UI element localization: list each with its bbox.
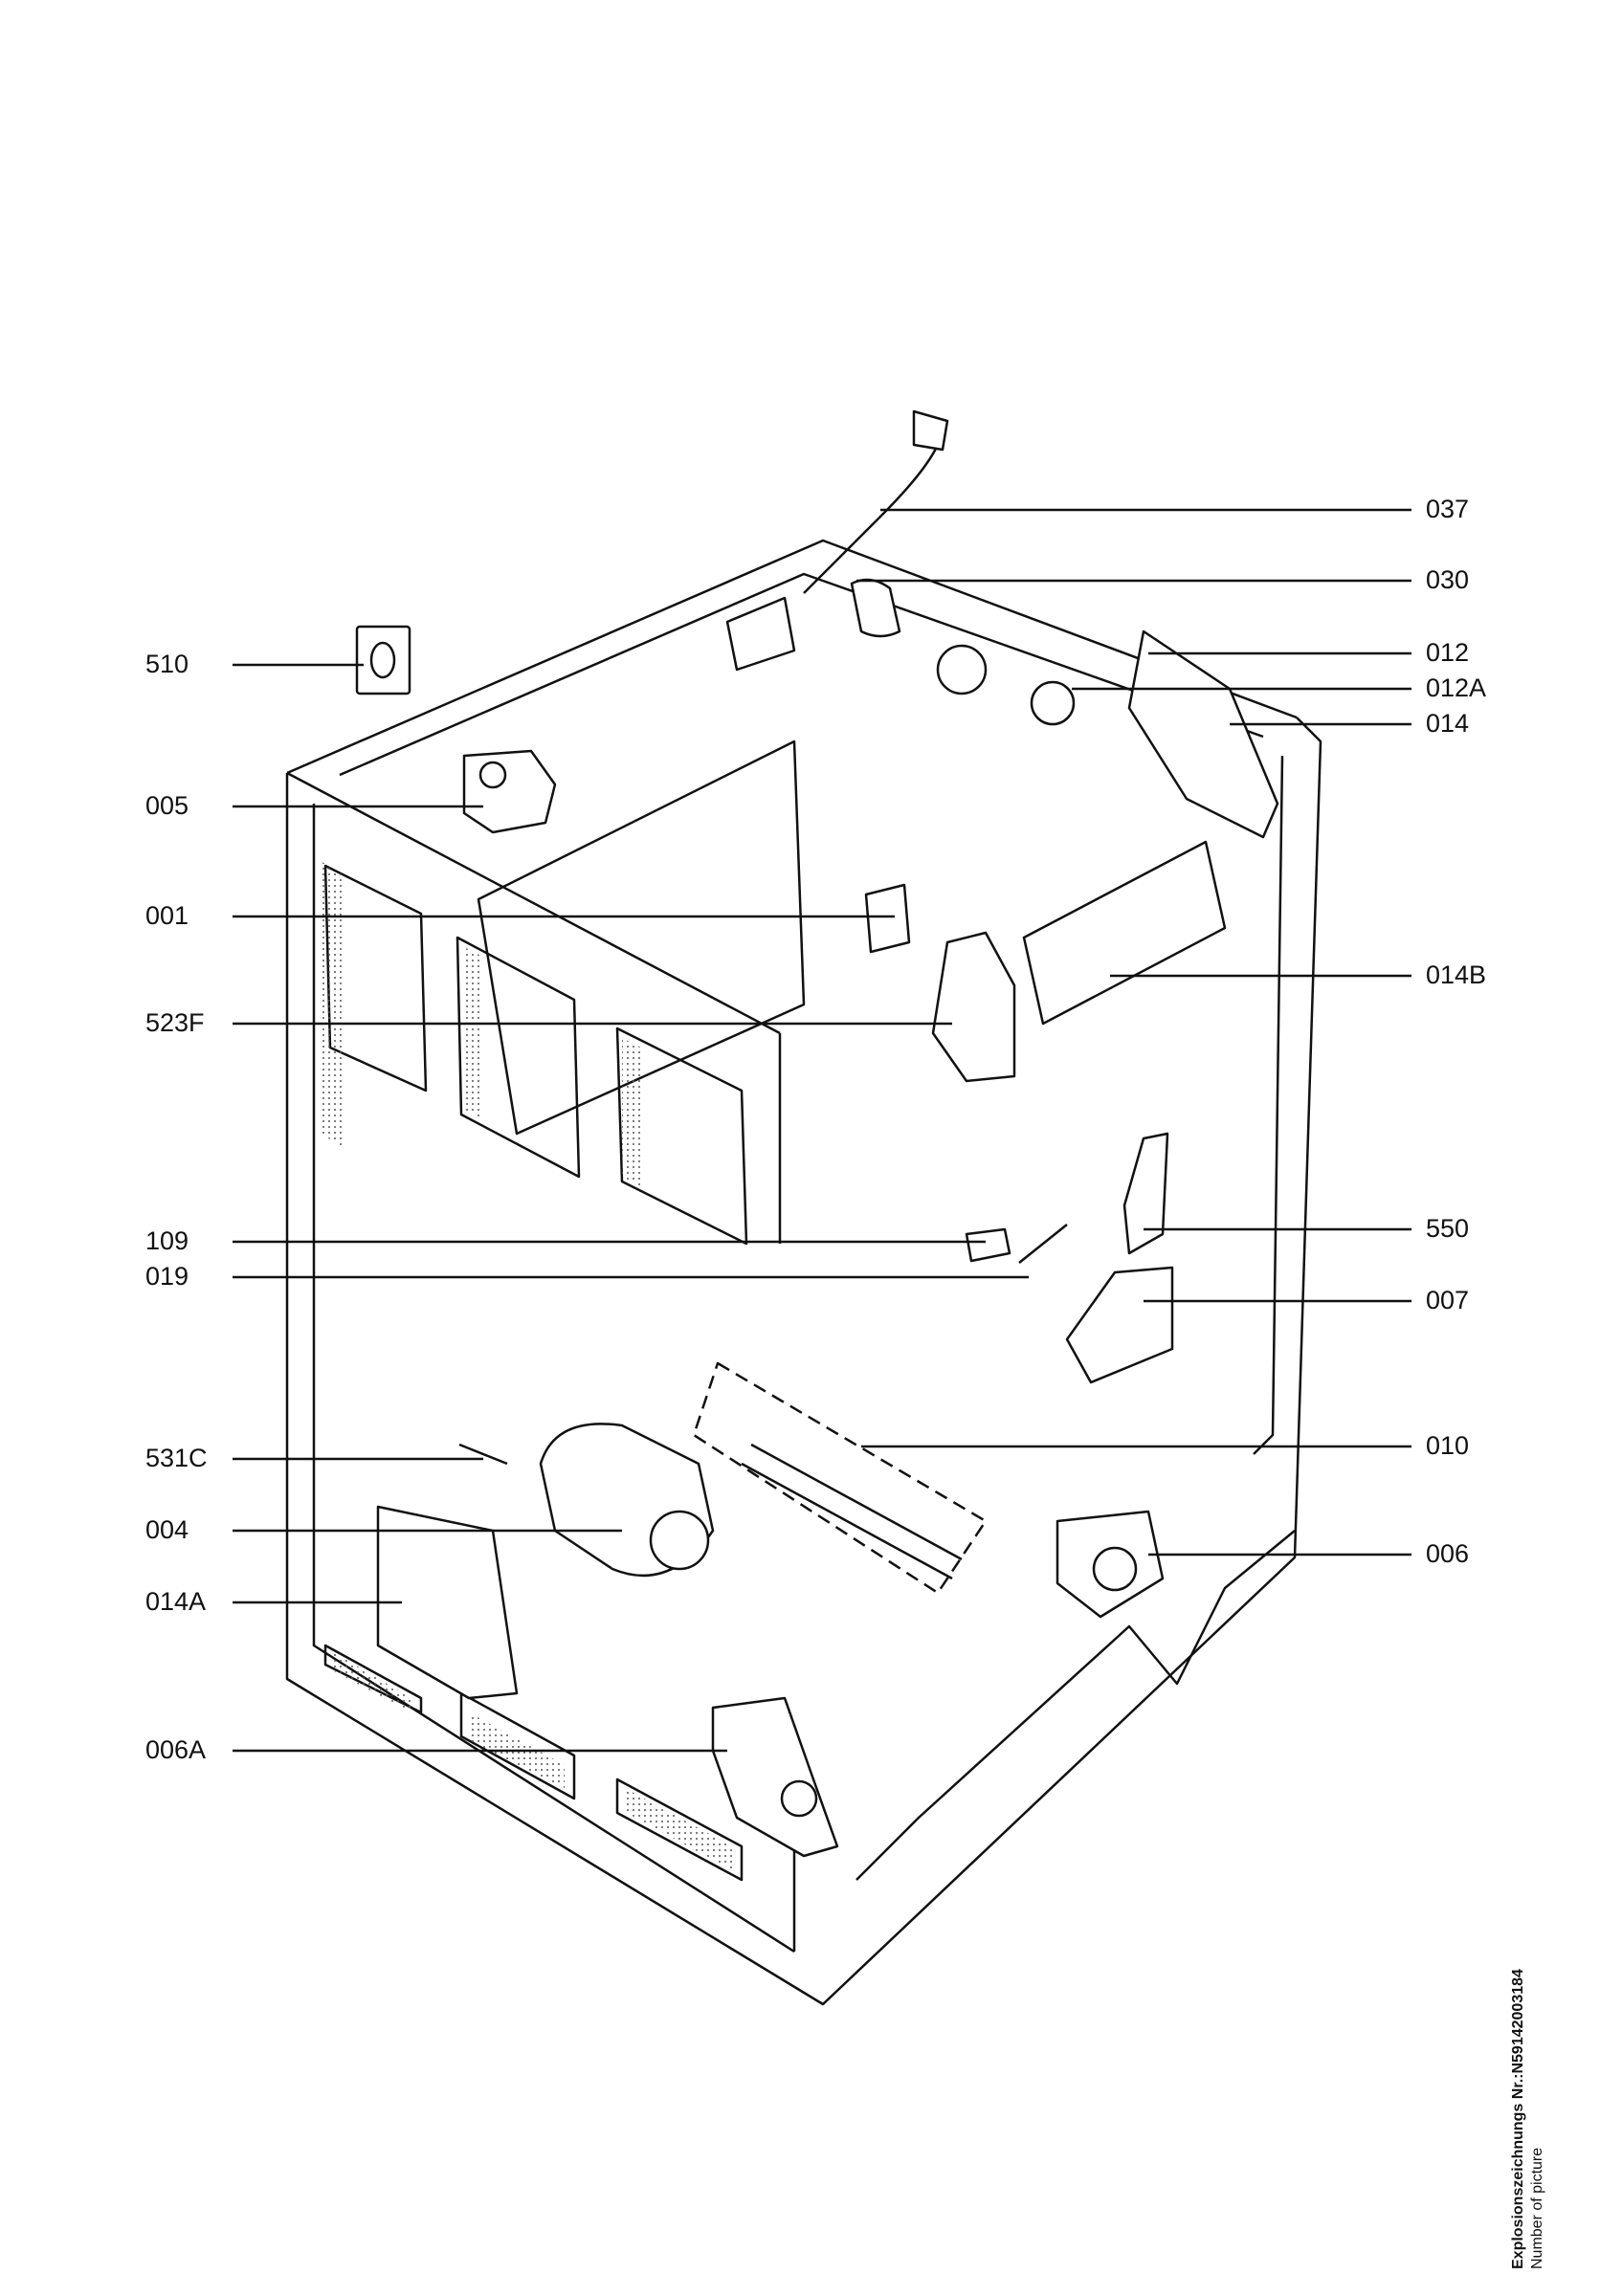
part-label-014A: 014A — [145, 1587, 207, 1616]
part-label-004: 004 — [145, 1515, 189, 1544]
part-label-014: 014 — [1426, 709, 1470, 738]
part-label-010: 010 — [1426, 1431, 1470, 1460]
part-010-heater — [750, 1443, 963, 1561]
part-005-dispenser-valve — [462, 749, 557, 834]
part-010-heater-frame — [692, 1361, 988, 1595]
part-label-012A: 012A — [1426, 673, 1487, 702]
cabinet-bottom-cutout — [855, 1530, 1296, 1881]
part-007-door-lock — [1065, 1266, 1174, 1384]
part-label-012: 012 — [1426, 638, 1470, 667]
drawing-number-footnote: Explosionszeichnungs Nr.:N59142003184 Nu… — [1510, 1969, 1546, 2269]
part-030-terminal-block — [725, 596, 796, 672]
part-label-001: 001 — [145, 901, 189, 930]
lower-panel-window-1 — [323, 1644, 423, 1714]
top-opening — [477, 740, 806, 1136]
cabinet-outline — [285, 717, 1322, 2006]
front-panel-window-2 — [455, 936, 581, 1179]
part-label-007: 007 — [1426, 1286, 1470, 1314]
part-label-037: 037 — [1426, 495, 1470, 523]
part-label-523F: 523F — [145, 1008, 205, 1037]
part-label-550: 550 — [1426, 1214, 1470, 1243]
part-006A-inlet-valve — [711, 1696, 839, 1858]
part-label-006A: 006A — [145, 1735, 207, 1764]
part-523F-housing — [931, 931, 1016, 1083]
part-019-sensor — [1018, 1224, 1068, 1264]
part-012A-pressure-switch — [1030, 680, 1076, 726]
part-label-014B: 014B — [1426, 960, 1487, 989]
part-label-109: 109 — [145, 1226, 189, 1255]
lower-panel-window-2 — [459, 1691, 576, 1800]
part-label-531C: 531C — [145, 1444, 208, 1472]
front-panel-window-3 — [615, 1027, 748, 1246]
part-001-switch — [864, 883, 911, 954]
part-109-clip — [965, 1227, 1011, 1263]
part-label-510: 510 — [145, 650, 189, 678]
part-550-door-handle — [1122, 1132, 1169, 1255]
part-030-capacitor — [850, 578, 901, 638]
part-014B-control-board — [1022, 840, 1227, 1026]
cabinet-inner-right — [1253, 755, 1284, 1455]
drawing-number-subtitle: Number of picture — [1529, 2147, 1545, 2269]
top-inner-frame — [339, 572, 1264, 777]
part-label-030: 030 — [1426, 565, 1470, 594]
part-label-005: 005 — [145, 791, 189, 820]
drawing-number-title: Explosionszeichnungs Nr.:N59142003184 — [1510, 1969, 1526, 2269]
part-014A-filter — [376, 1505, 519, 1700]
part-label-006: 006 — [1426, 1539, 1470, 1568]
part-037-power-cord — [803, 430, 944, 594]
cabinet-front-top-edge — [286, 771, 781, 1035]
lower-panel-window-3 — [615, 1777, 744, 1882]
part-531C-screw — [458, 1443, 508, 1466]
part-label-019: 019 — [145, 1262, 189, 1291]
cabinet-inner-frame — [312, 804, 795, 1954]
part-012-pressure-switch — [936, 644, 988, 695]
